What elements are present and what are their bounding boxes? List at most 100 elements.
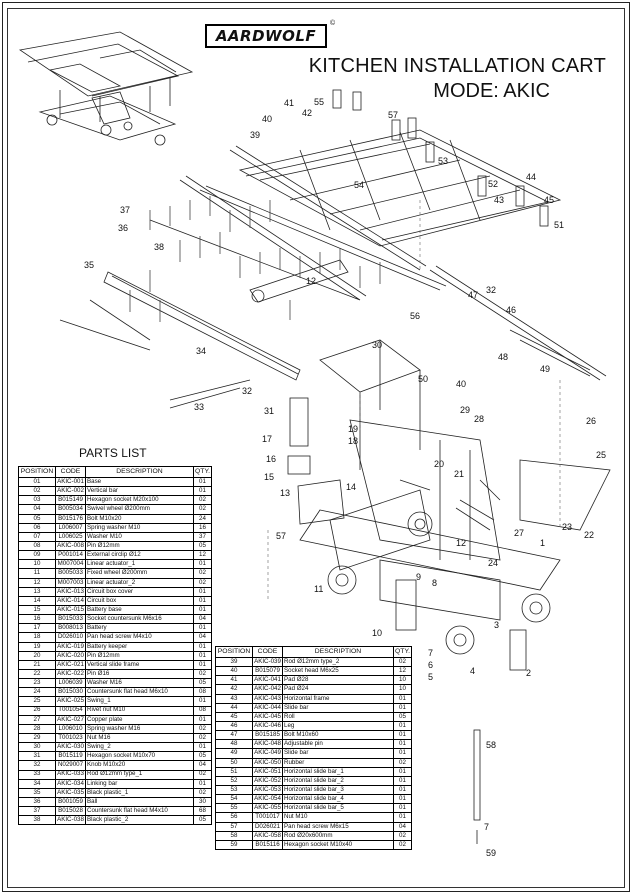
cell-code: B005033 (55, 568, 86, 579)
cell-position: 37 (18, 806, 56, 817)
cell-code: B001059 (55, 796, 86, 808)
callout: 11 (314, 584, 323, 594)
cell-position: 17 (18, 623, 56, 634)
cell-code: AKIC-015 (55, 604, 86, 616)
cell-qty: 04 (393, 821, 412, 832)
cell-code: AKIC-046 (252, 720, 283, 732)
cell-code: AKIC-035 (55, 787, 86, 798)
cell-code: N029007 (55, 760, 86, 771)
cell-qty: 02 (393, 830, 412, 841)
cell-position: 41 (215, 675, 253, 686)
cell-qty: 01 (193, 486, 212, 497)
cell-description: Circuit box cover (85, 586, 194, 597)
callout: 53 (438, 156, 448, 166)
cell-description: Linear actuator_2 (85, 577, 194, 588)
callout: 5 (428, 672, 433, 682)
cell-code: AKIC-021 (55, 659, 86, 670)
cell-qty: 01 (193, 476, 212, 488)
cell-qty: 02 (193, 668, 212, 680)
cell-code: M007004 (55, 559, 86, 570)
callout: 26 (586, 416, 596, 426)
cell-position: 50 (215, 757, 253, 768)
cell-qty: 16 (193, 522, 212, 533)
cell-qty: 01 (193, 641, 212, 652)
cell-position: 04 (18, 504, 56, 515)
cell-qty: 12 (393, 666, 412, 677)
cell-qty: 02 (193, 568, 212, 579)
cell-position: 26 (18, 705, 56, 716)
cell-qty: 04 (193, 760, 212, 771)
cell-qty: 01 (193, 696, 212, 707)
cell-code: L006010 (55, 723, 86, 734)
callout: 9 (416, 572, 421, 582)
cell-qty: 01 (393, 784, 412, 796)
cell-description: Horizontal frame (282, 693, 394, 704)
cell-code: T001054 (55, 705, 86, 716)
cell-qty: 01 (193, 604, 212, 616)
cell-qty: 01 (393, 739, 412, 750)
cell-description: Linear actuator_1 (85, 559, 194, 570)
callout: 34 (196, 346, 206, 356)
cell-code: L006039 (55, 678, 86, 689)
cell-description: Knob M10x20 (85, 760, 194, 771)
col-description: DESCRIPTION (85, 466, 194, 478)
cell-code: B015030 (55, 687, 86, 698)
callout: 48 (498, 352, 508, 362)
callout: 43 (494, 195, 504, 205)
callout: 21 (454, 469, 464, 479)
callout: 57 (276, 531, 286, 541)
cell-code: L006007 (55, 522, 86, 533)
cell-position: 49 (215, 748, 253, 759)
cell-position: 14 (18, 595, 56, 606)
callout: 20 (434, 459, 444, 469)
cell-code: AKIC-045 (252, 711, 283, 722)
cell-description: Adjustable pin (282, 739, 394, 750)
cell-position: 16 (18, 614, 56, 625)
cell-position: 55 (215, 803, 253, 814)
cell-code: AKIC-002 (55, 486, 86, 497)
screw-field (129, 196, 381, 322)
cell-qty: 01 (193, 559, 212, 570)
cell-qty: 05 (193, 678, 212, 689)
callout: 59 (486, 848, 496, 858)
cell-qty: 01 (393, 794, 412, 805)
callout: 58 (486, 740, 496, 750)
cell-qty: 01 (393, 812, 412, 823)
cell-position: 08 (18, 540, 56, 552)
cell-description: Bolt M10x60 (282, 730, 394, 741)
cell-description: Pin Ø12mm (85, 540, 194, 552)
cell-qty: 01 (193, 778, 212, 789)
cell-position: 33 (18, 769, 56, 780)
cell-code: D026021 (252, 821, 283, 832)
callout: 28 (474, 414, 484, 424)
cell-qty: 01 (393, 766, 412, 777)
construction-lines (267, 200, 561, 600)
cell-code: AKIC-001 (55, 476, 86, 488)
cell-description: Swing_1 (85, 696, 194, 707)
cell-description: Roll (282, 711, 394, 722)
cell-qty: 10 (393, 684, 412, 695)
cell-position: 15 (18, 604, 56, 616)
col-qty: QTY. (193, 466, 212, 478)
cell-position: 52 (215, 775, 253, 786)
cell-code: AKIC-058 (252, 830, 283, 841)
